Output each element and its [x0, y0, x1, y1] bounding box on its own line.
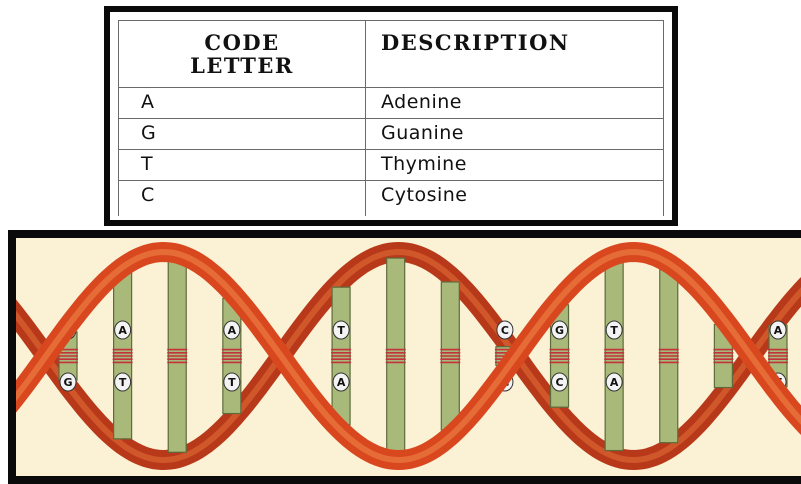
row-divider: [119, 180, 663, 181]
base-letter-top: C: [501, 324, 509, 337]
base-letter-bottom: A: [610, 376, 619, 389]
cell-description: Adenine: [381, 89, 462, 115]
header-code-line1: CODE: [119, 31, 365, 54]
base-pair: [386, 258, 406, 454]
base-pair: TA: [331, 287, 351, 425]
base-pair: AT: [113, 273, 133, 439]
base-letter-top: A: [228, 324, 237, 337]
base-letter-top: T: [610, 324, 618, 337]
cell-description: Guanine: [381, 120, 464, 146]
header-code-line2: LETTER: [119, 54, 365, 77]
base-pair: [440, 282, 460, 430]
base-letter-bottom: A: [337, 376, 346, 389]
base-letter-bottom: G: [63, 376, 72, 389]
cell-code: C: [141, 182, 154, 208]
header-code-letter: CODE LETTER: [119, 31, 365, 77]
cell-description: Cytosine: [381, 182, 468, 208]
cell-description: Thymine: [381, 151, 467, 177]
header-row-divider: [119, 87, 663, 88]
base-letter-top: A: [118, 324, 127, 337]
base-letter-bottom: T: [119, 376, 127, 389]
cell-code: G: [141, 120, 156, 146]
row-divider: [119, 118, 663, 119]
base-pair: [659, 269, 679, 442]
cell-code: T: [141, 151, 153, 177]
cell-code: A: [141, 89, 154, 115]
base-letter-bottom: T: [228, 376, 236, 389]
base-pair: TA: [604, 261, 624, 450]
base-letter-top: G: [555, 324, 564, 337]
base-letter-top: T: [337, 324, 345, 337]
table-grid: CODE LETTER DESCRIPTION A Adenine G Guan…: [118, 20, 664, 216]
row-divider: [119, 149, 663, 150]
base-letter-bottom: C: [555, 376, 563, 389]
base-letter-top: A: [774, 324, 783, 337]
base-pair: [167, 260, 187, 453]
header-description: DESCRIPTION: [381, 31, 570, 54]
dna-code-table: CODE LETTER DESCRIPTION A Adenine G Guan…: [104, 6, 678, 226]
